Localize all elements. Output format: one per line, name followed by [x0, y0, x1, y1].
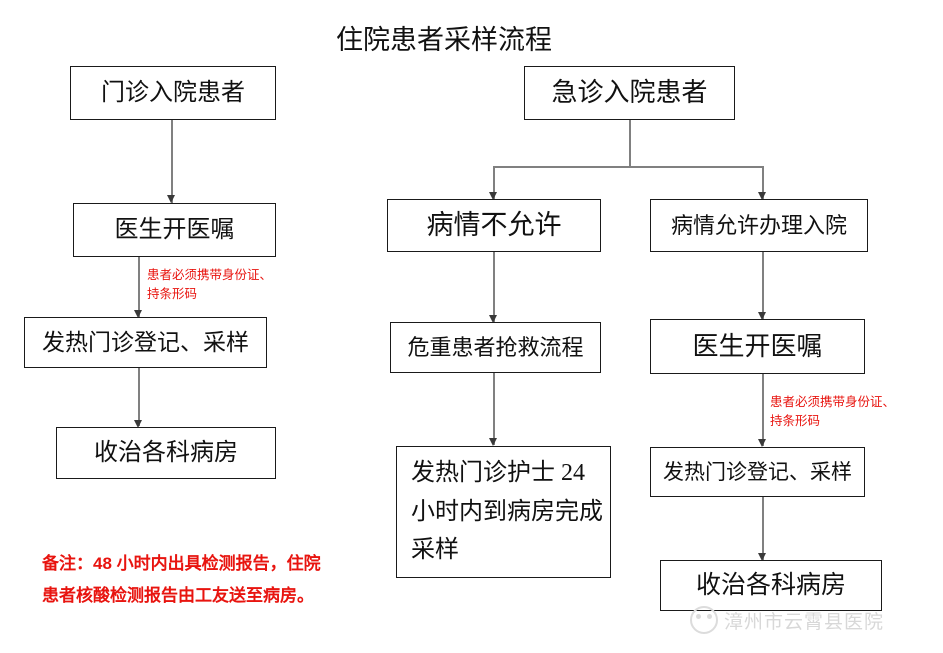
arrow-to-condition-not-allowed	[489, 192, 497, 200]
connector-not-allowed-to-rescue	[493, 252, 495, 322]
arrow-allowed-to-order-right	[758, 312, 766, 320]
node-fever-clinic-register-left[interactable]: 发热门诊登记、采样	[24, 317, 267, 368]
page-title: 住院患者采样流程	[336, 25, 552, 55]
connector-outpatient-to-order	[171, 120, 173, 203]
node-admit-ward-left[interactable]: 收治各科病房	[56, 427, 276, 479]
node-nurse-24h-bedside-sampling[interactable]: 发热门诊护士 24 小时内到病房完成 采样	[396, 446, 611, 578]
arrow-register-to-ward-right	[758, 553, 766, 561]
node-doctor-order-right[interactable]: 医生开医嘱	[650, 319, 865, 374]
connector-register-to-ward-right	[762, 497, 764, 560]
arrow-rescue-to-sampling	[489, 438, 497, 446]
connector-allowed-to-order-right	[762, 252, 764, 319]
node-condition-not-allowed[interactable]: 病情不允许	[387, 199, 601, 252]
connector-order-to-register-right	[762, 374, 764, 446]
connector-register-to-ward-left	[138, 368, 140, 426]
watermark-label: 漳州市云霄县医院	[724, 611, 885, 633]
annotation-id-card-left: 患者必须携带身份证、 持条形码	[147, 268, 273, 301]
annotation-id-card-right: 患者必须携带身份证、 持条形码	[770, 395, 896, 428]
node-outpatient-admit[interactable]: 门诊入院患者	[70, 66, 276, 120]
arrow-register-to-ward-left	[134, 420, 142, 428]
connector-emergency-left-leg	[493, 166, 495, 199]
arrow-outpatient-to-order	[167, 195, 175, 203]
node-admit-ward-right[interactable]: 收治各科病房	[660, 560, 882, 611]
hospital-logo-icon	[690, 606, 718, 634]
connector-rescue-to-sampling	[493, 373, 495, 445]
node-critical-rescue-process[interactable]: 危重患者抢救流程	[390, 322, 601, 373]
connector-emergency-stem	[629, 120, 631, 168]
node-condition-allowed[interactable]: 病情允许办理入院	[650, 199, 868, 252]
arrow-not-allowed-to-rescue	[489, 315, 497, 323]
node-emergency-admit[interactable]: 急诊入院患者	[524, 66, 735, 120]
remark-note: 备注：48 小时内出具检测报告，住院 患者核酸检测报告由工友送至病房。	[42, 554, 321, 606]
arrow-order-to-register-right	[758, 439, 766, 447]
node-fever-clinic-register-right[interactable]: 发热门诊登记、采样	[650, 447, 865, 497]
watermark: 漳州市云霄县医院	[690, 606, 884, 634]
connector-order-to-register-left	[138, 257, 140, 317]
connector-emergency-split-bar	[493, 166, 764, 168]
arrow-to-condition-allowed	[758, 192, 766, 200]
arrow-order-to-register-left	[134, 310, 142, 318]
node-doctor-order-left[interactable]: 医生开医嘱	[73, 203, 276, 257]
connector-emergency-right-leg	[762, 166, 764, 199]
